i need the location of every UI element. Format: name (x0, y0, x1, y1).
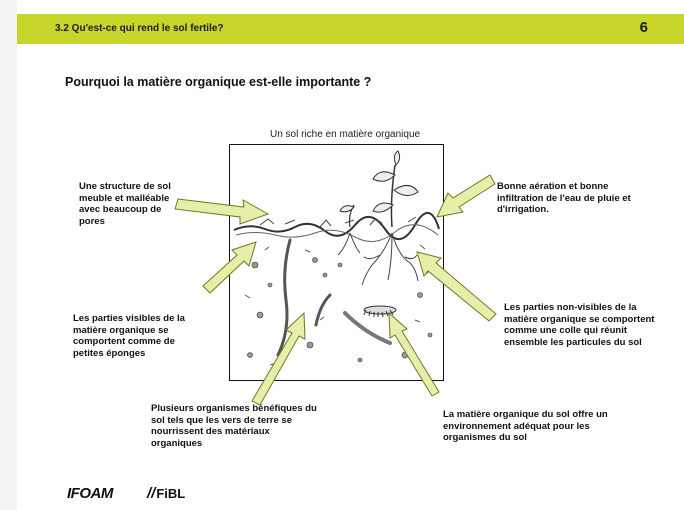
soil-illustration (229, 144, 444, 381)
soil-drawing (233, 150, 440, 366)
fibl-logo: //FiBL (147, 485, 185, 502)
annotation-visible-parts: Les parties visibles de la matière organ… (73, 313, 185, 359)
annotation-organisms: Plusieurs organismes bénéfiques du sol t… (151, 403, 317, 449)
fibl-mark-icon: // (147, 485, 156, 502)
slide: 3.2 Qu'est-ce qui rend le sol fertile? 6… (17, 0, 684, 510)
page-title: Pourquoi la matière organique est-elle i… (65, 75, 372, 89)
section-title: 3.2 Qu'est-ce qui rend le sol fertile? (55, 23, 224, 34)
ifoam-logo: IFOAM (67, 485, 113, 502)
header-bar: 3.2 Qu'est-ce qui rend le sol fertile? 6 (17, 14, 684, 44)
figure-caption: Un sol riche en matière organique (270, 129, 421, 140)
annotation-aeration: Bonne aération et bonne infiltration de … (497, 181, 631, 215)
arrow-aeration (436, 174, 496, 218)
annotation-structure: Une structure de sol meuble et malléable… (79, 181, 171, 227)
annotation-nonvisible-parts: Les parties non-visibles de la matière o… (504, 302, 655, 348)
annotation-environment: La matière organique du sol offre un env… (443, 409, 608, 443)
fibl-text: FiBL (156, 486, 186, 501)
page-number: 6 (639, 19, 648, 36)
